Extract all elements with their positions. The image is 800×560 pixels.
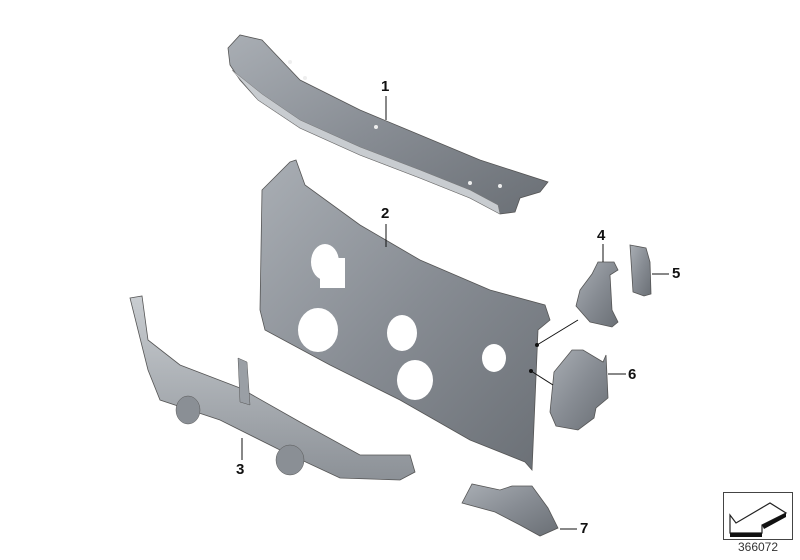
callout-7: 7 bbox=[580, 520, 589, 537]
part-4-bracket-upper[interactable] bbox=[575, 261, 619, 328]
part-7-floor-bracket[interactable] bbox=[461, 483, 559, 537]
callout-5: 5 bbox=[672, 265, 681, 282]
part-1-cowl-panel[interactable] bbox=[227, 34, 549, 215]
callout-3: 3 bbox=[236, 461, 245, 478]
callout-6: 6 bbox=[628, 366, 637, 383]
leader-line-4-attach bbox=[536, 319, 579, 346]
callout-1: 1 bbox=[381, 78, 390, 95]
part-2-bulkhead[interactable] bbox=[259, 159, 551, 472]
arrow-down-left-icon bbox=[729, 502, 788, 537]
part-6-side-bracket[interactable] bbox=[549, 349, 609, 431]
part-5-reinforcement-plate[interactable] bbox=[629, 244, 652, 297]
callout-2: 2 bbox=[381, 205, 390, 222]
callout-4: 4 bbox=[597, 227, 606, 244]
diagram-number: 366072 bbox=[737, 540, 779, 554]
part-3-cross-member[interactable] bbox=[129, 295, 416, 481]
reference-box bbox=[723, 492, 793, 540]
leader-line-6-attach bbox=[530, 370, 554, 386]
